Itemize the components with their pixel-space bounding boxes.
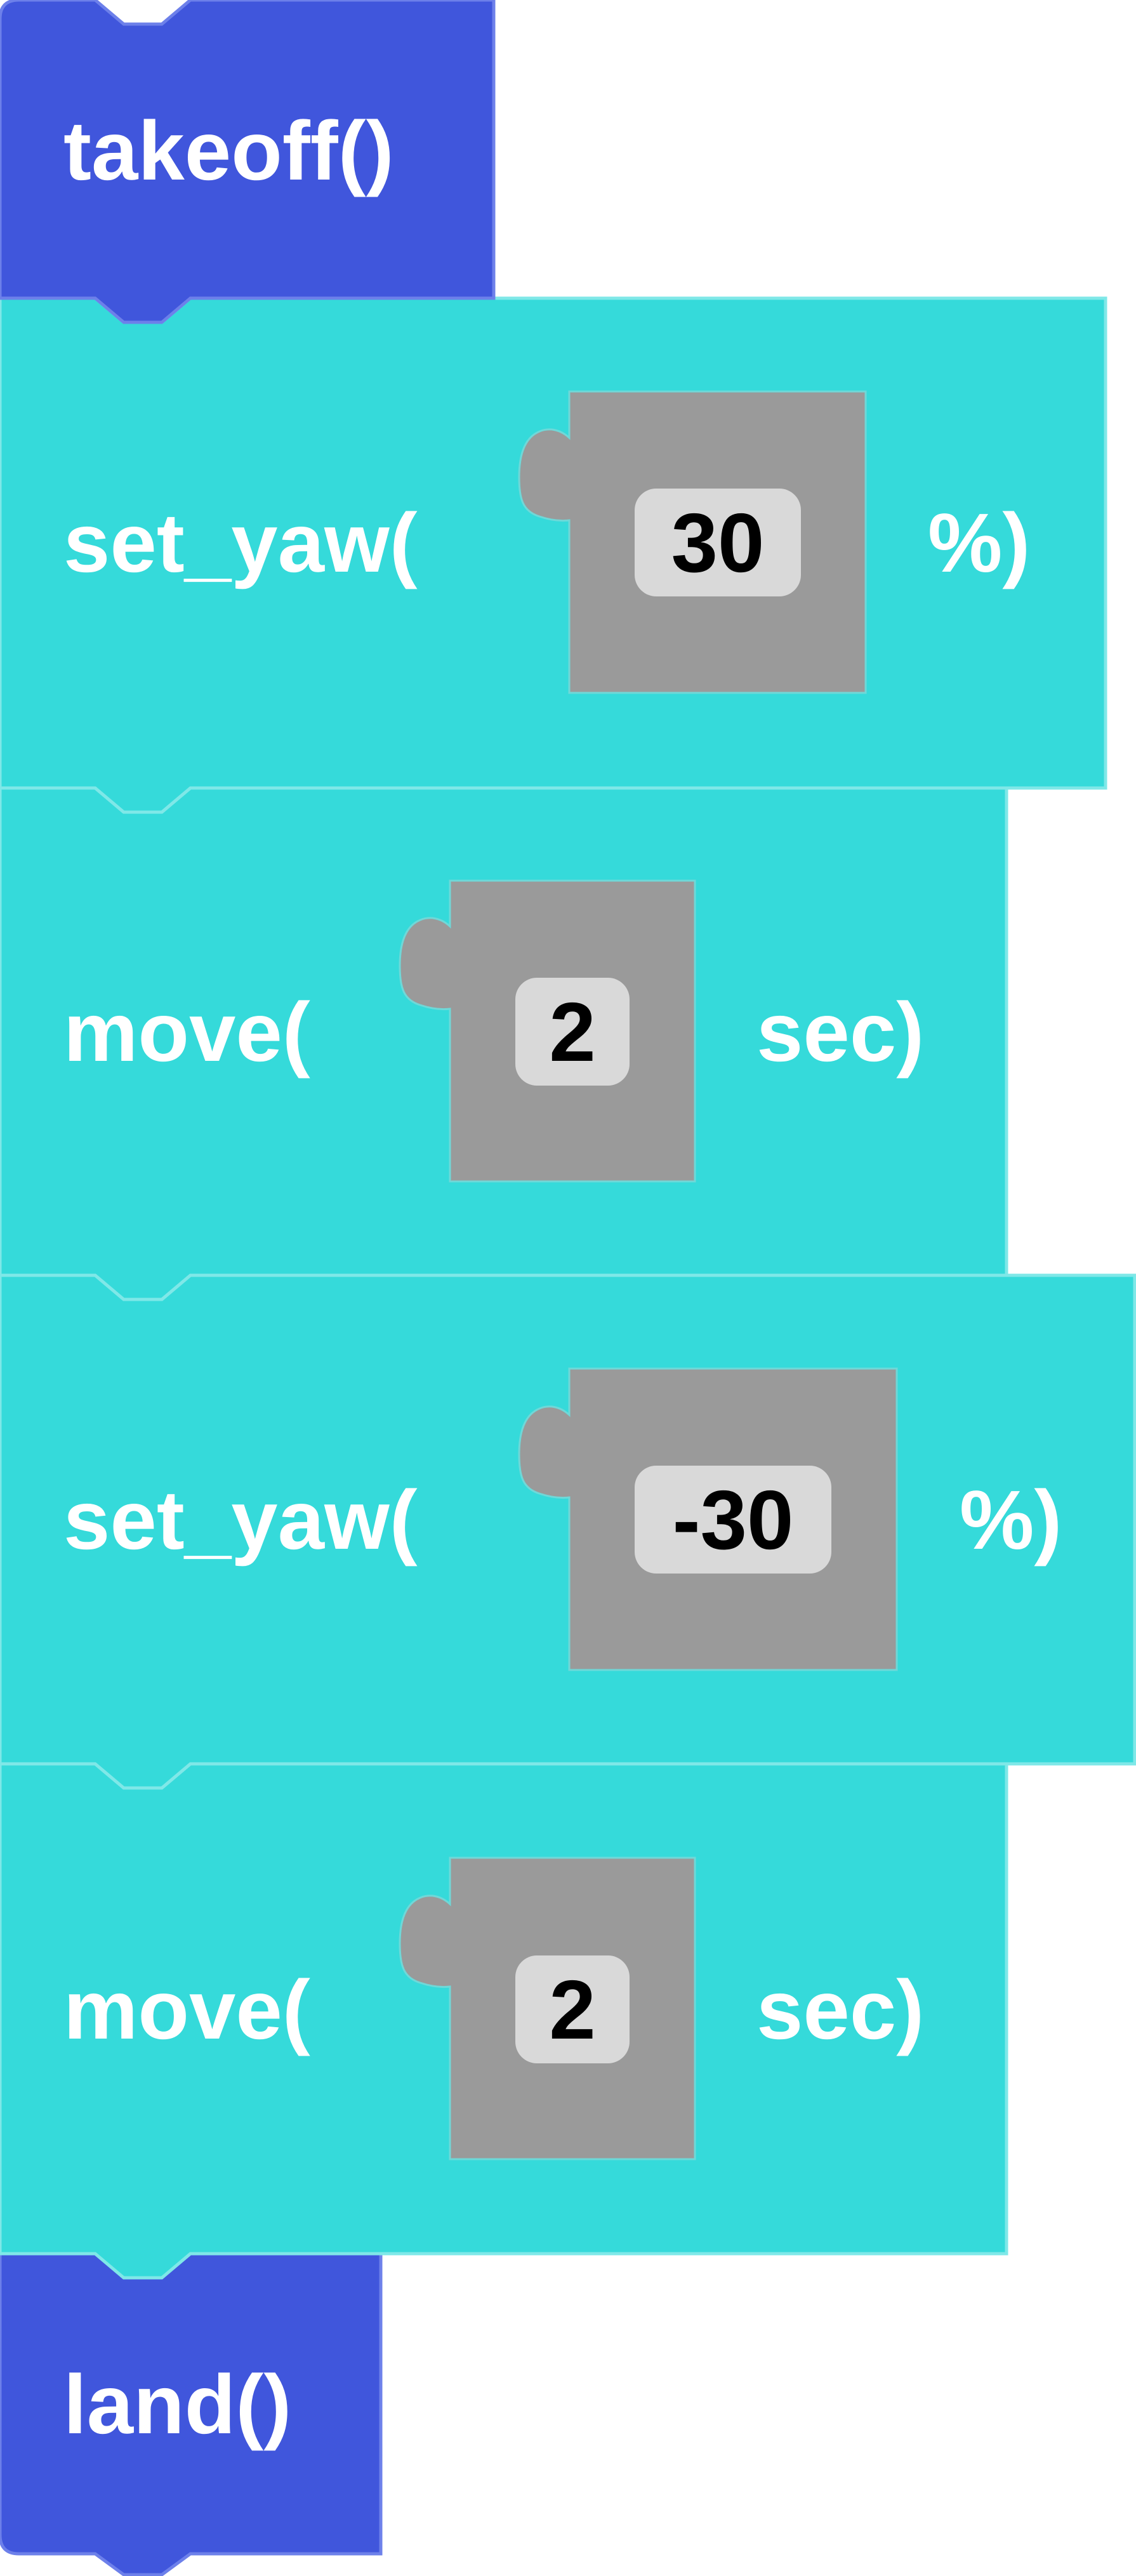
move-unit-2: sec) <box>756 1963 925 2056</box>
set-yaw-unit-1: %) <box>928 496 1031 589</box>
value-pill-yaw-1[interactable] <box>635 489 801 596</box>
move-label-1: move( <box>63 985 310 1079</box>
takeoff-label: takeoff() <box>63 104 394 197</box>
move-value-1[interactable]: 2 <box>549 985 596 1079</box>
set-yaw-label-1: set_yaw( <box>63 496 418 589</box>
move-label-2: move( <box>63 1963 310 2056</box>
takeoff-block-shape[interactable] <box>0 0 496 324</box>
set-yaw-value-2[interactable]: -30 <box>672 1473 794 1567</box>
value-pill-yaw-2[interactable] <box>635 1466 831 1574</box>
move-unit-1: sec) <box>756 985 925 1079</box>
value-pill-move-2[interactable] <box>515 1955 630 2063</box>
set-yaw-unit-2: %) <box>960 1473 1062 1567</box>
set-yaw-label-2: set_yaw( <box>63 1473 418 1567</box>
move-value-2[interactable]: 2 <box>549 1963 596 2056</box>
land-label: land() <box>63 2358 292 2451</box>
set-yaw-value-1[interactable]: 30 <box>671 496 765 589</box>
value-pill-move-1[interactable] <box>515 978 630 1086</box>
